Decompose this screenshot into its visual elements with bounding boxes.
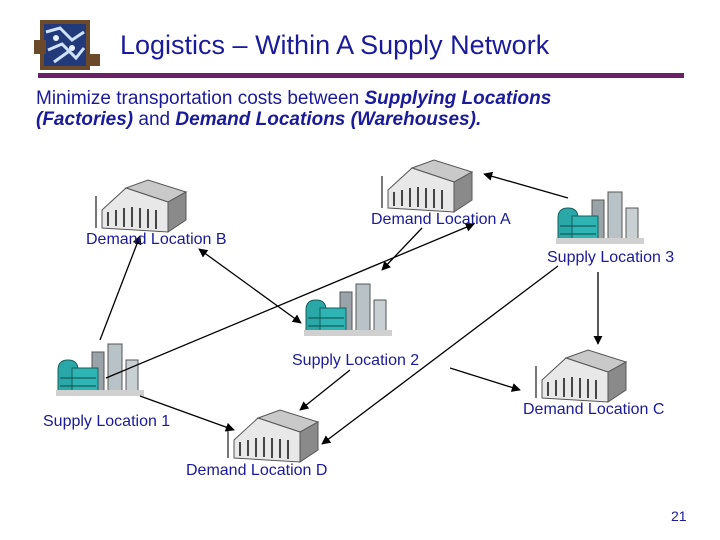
intro-text-part1: Minimize transportation costs between <box>36 88 365 109</box>
flow-arrow <box>321 265 559 445</box>
warehouse-icon <box>381 159 473 213</box>
intro-text: Minimize transportation costs between Su… <box>36 88 596 130</box>
warehouse-icon <box>227 409 319 463</box>
label-supply-location-2: Supply Location 2 <box>292 352 420 369</box>
factory-icon <box>55 343 145 397</box>
label-demand-location-c: Demand Location C <box>523 401 665 418</box>
label-demand-location-a: Demand Location A <box>371 211 511 228</box>
label-demand-location-d: Demand Location D <box>186 462 328 479</box>
flow-arrow <box>139 395 235 432</box>
flow-arrow <box>381 227 423 271</box>
warehouse-icon <box>95 179 187 233</box>
intro-text-part2: and <box>133 109 176 130</box>
warehouse-icon <box>535 349 627 403</box>
intro-emphasis-supply: Supplying Locations (Factories) <box>36 88 552 130</box>
slide-title: Logistics – Within A Supply Network <box>120 30 550 60</box>
flow-arrow <box>99 235 142 341</box>
flow-arrow <box>299 369 351 411</box>
label-supply-location-1: Supply Location 1 <box>43 413 171 430</box>
puzzle-logo-icon <box>34 20 100 70</box>
title-divider <box>38 73 684 78</box>
label-demand-location-b: Demand Location B <box>86 231 227 248</box>
factory-icon <box>303 283 393 337</box>
label-supply-location-3: Supply Location 3 <box>547 249 675 266</box>
flow-arrow <box>483 171 569 199</box>
page-number: 21 <box>671 508 687 524</box>
factory-icon <box>555 191 645 245</box>
flow-arrow <box>198 248 302 324</box>
flow-arrow <box>449 367 521 392</box>
intro-emphasis-demand: Demand Locations (Warehouses). <box>175 109 482 130</box>
